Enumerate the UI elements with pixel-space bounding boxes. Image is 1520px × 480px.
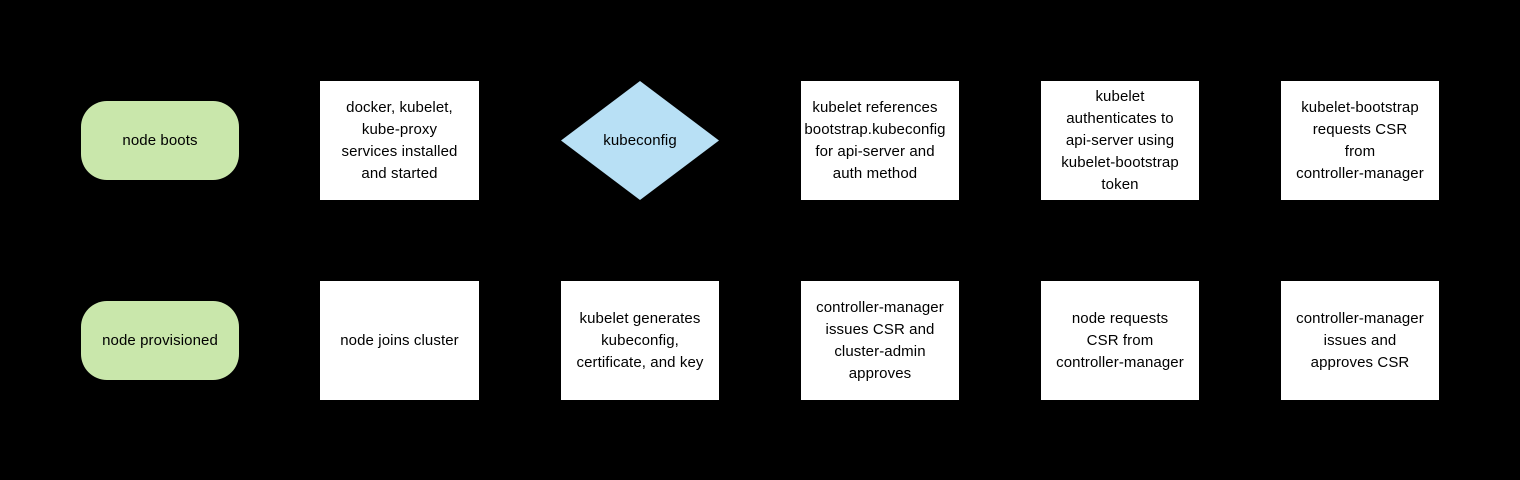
flow-node-label: kubelet references bootstrap.kubeconfig … bbox=[804, 98, 946, 182]
flow-node-label: docker, kubelet, kube-proxy services ins… bbox=[341, 98, 458, 182]
flow-node-kubelet-bootstrap-requests-csr[interactable]: kubelet-bootstrap requests CSR from cont… bbox=[1281, 81, 1439, 200]
flow-node-label: kubelet generates kubeconfig, certificat… bbox=[576, 309, 704, 371]
flow-node-label: kubeconfig bbox=[603, 131, 677, 149]
flow-node-label: node joins cluster bbox=[340, 331, 459, 349]
flow-node-label: controller-manager issues and approves C… bbox=[1296, 309, 1424, 371]
flow-node-label: kubelet-bootstrap requests CSR from cont… bbox=[1296, 98, 1424, 182]
flow-node-kubelet-references-bootstrap[interactable]: kubelet references bootstrap.kubeconfig … bbox=[801, 81, 959, 200]
flow-node-controller-manager-issues-csr[interactable]: controller-manager issues CSR and cluste… bbox=[801, 281, 959, 400]
flow-node-controller-manager-approves-csr[interactable]: controller-manager issues and approves C… bbox=[1281, 281, 1439, 400]
flow-node-label: node provisioned bbox=[102, 331, 218, 349]
diamond-shape-icon bbox=[561, 81, 719, 200]
flow-node-node-boots[interactable]: node boots bbox=[81, 101, 239, 180]
flow-node-kubelet-generates-kubeconfig[interactable]: kubelet generates kubeconfig, certificat… bbox=[561, 281, 719, 400]
flow-node-label: kubelet authenticates to api-server usin… bbox=[1061, 87, 1179, 193]
flow-node-services-installed[interactable]: docker, kubelet, kube-proxy services ins… bbox=[320, 81, 479, 200]
flow-node-kubeconfig[interactable]: kubeconfig bbox=[561, 81, 719, 200]
flow-node-label: node requests CSR from controller-manage… bbox=[1056, 309, 1184, 371]
flow-node-node-requests-csr[interactable]: node requests CSR from controller-manage… bbox=[1041, 281, 1199, 400]
flow-node-kubelet-authenticates[interactable]: kubelet authenticates to api-server usin… bbox=[1041, 81, 1199, 200]
flow-node-node-joins-cluster[interactable]: node joins cluster bbox=[320, 281, 479, 400]
flow-node-label: controller-manager issues CSR and cluste… bbox=[816, 298, 944, 382]
flow-node-node-provisioned[interactable]: node provisioned bbox=[81, 301, 239, 380]
flow-node-label: node boots bbox=[122, 131, 198, 149]
